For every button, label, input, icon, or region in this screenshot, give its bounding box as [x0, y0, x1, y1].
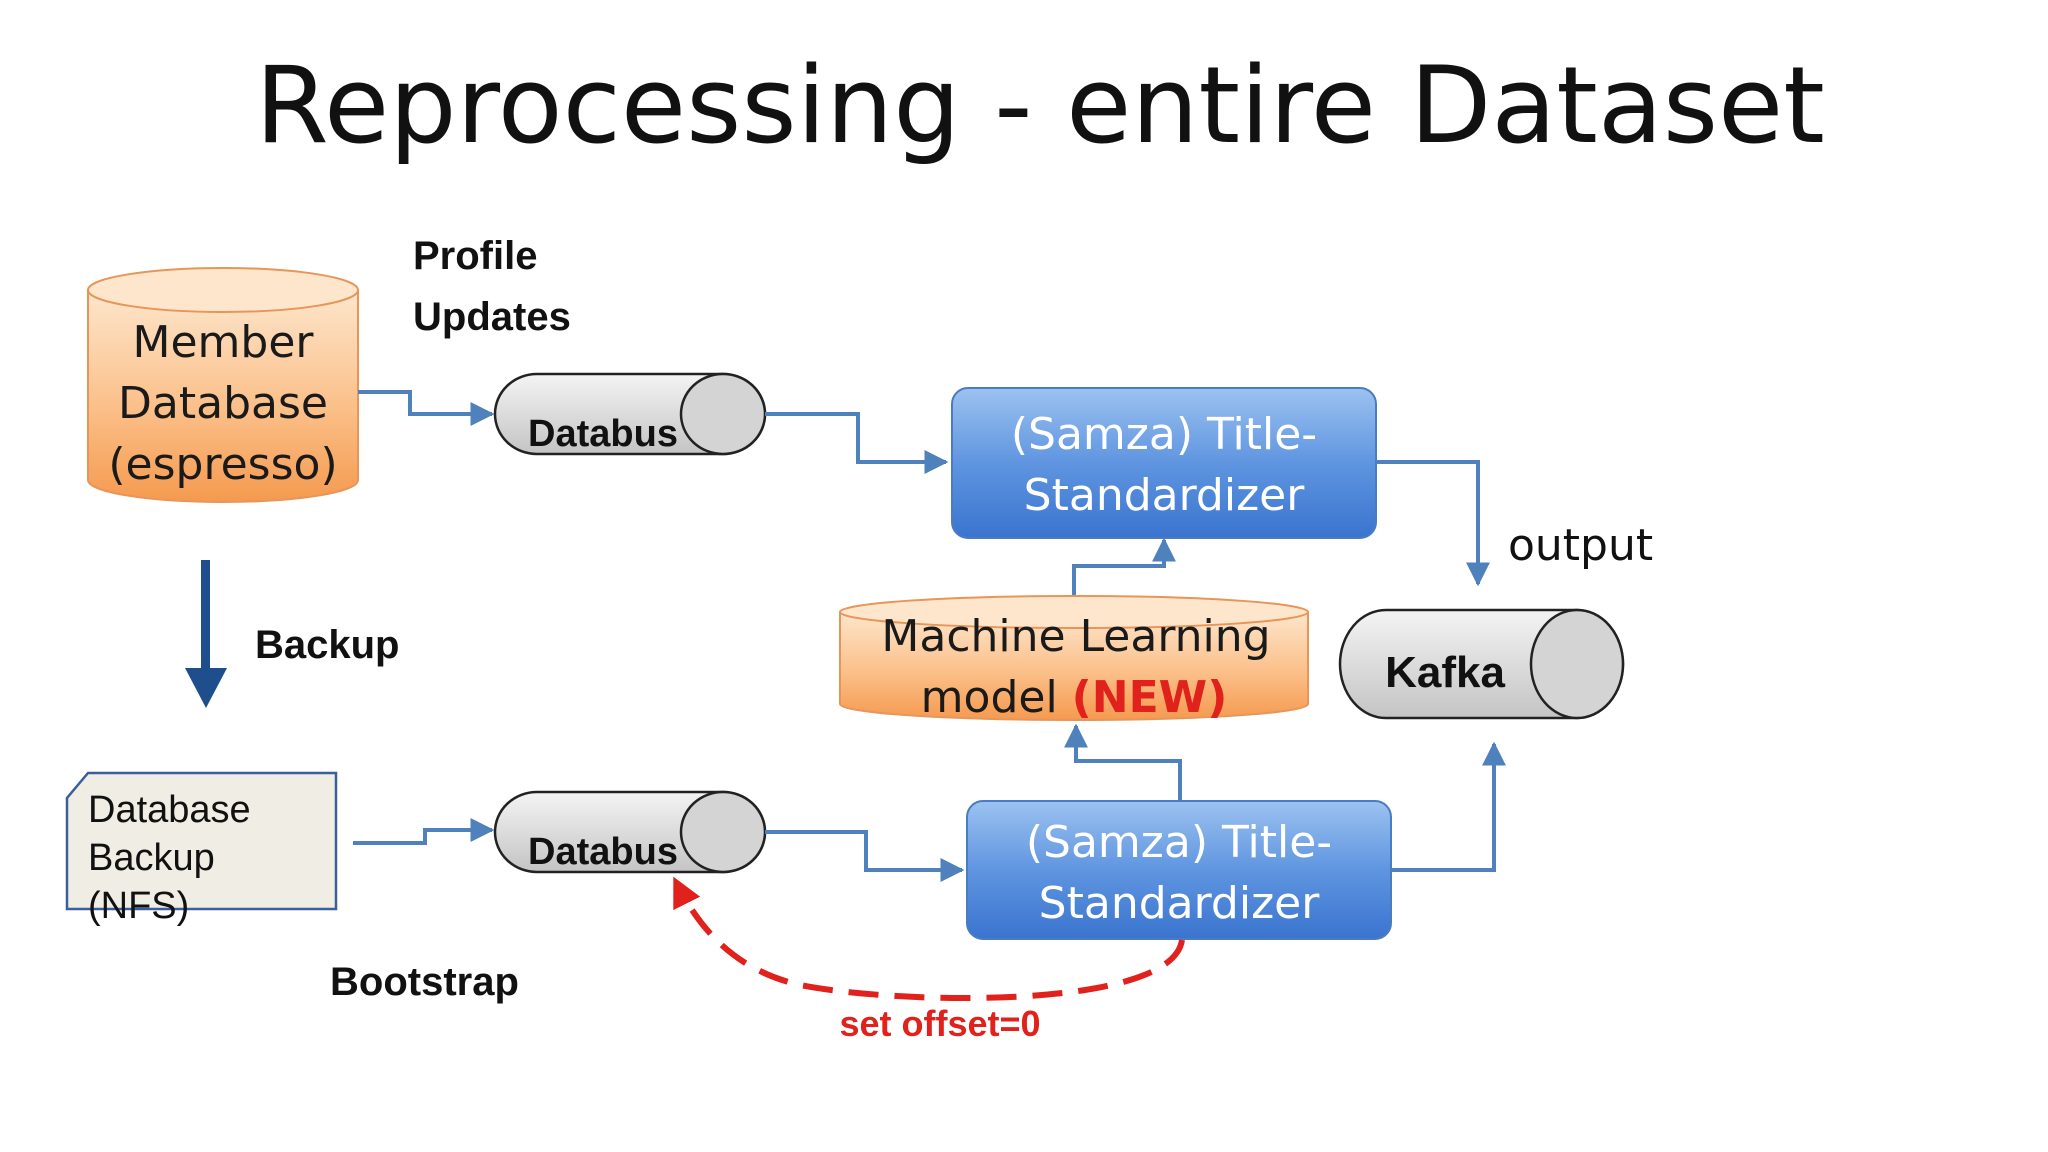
reset-offset-arrow: [673, 876, 1185, 1001]
backup-arrow: [185, 560, 227, 708]
output-label: output: [1508, 520, 1653, 571]
arrow-member-to-databus: [358, 390, 495, 426]
arrow-backup-to-databus: [353, 818, 495, 845]
member-database-cylinder: Member Database (espresso): [87, 267, 359, 503]
ml-model-new-tag: (NEW): [1072, 672, 1228, 723]
profile-updates-line2: Updates: [413, 295, 571, 339]
ml-model-cylinder: Machine Learning model (NEW): [839, 595, 1309, 723]
arrow-samza-bottom-to-kafka: [1391, 741, 1506, 872]
slide-title: Reprocessing - entire Dataset: [255, 44, 1825, 167]
arrow-databus-to-samza-top: [765, 412, 949, 474]
backup-label: Backup: [255, 623, 400, 667]
arrow-ml-to-samza-top: [1072, 537, 1176, 596]
ml-model-word: model: [921, 672, 1072, 723]
db-backup-line3: (NFS): [88, 885, 189, 927]
bootstrap-label: Bootstrap: [330, 960, 519, 1004]
arrow-samza-bottom-to-ml: [1064, 723, 1182, 800]
samza-standardizer-bottom: (Samza) Title- Standardizer: [966, 800, 1392, 940]
kafka-cylinder: Kafka: [1338, 608, 1625, 720]
member-db-line1: Member: [133, 317, 315, 368]
kafka-label: Kafka: [1385, 648, 1505, 697]
database-backup-box: Database Backup (NFS): [65, 771, 338, 927]
databus-top: Databus: [493, 372, 767, 456]
offset-label: set offset=0: [839, 1003, 1040, 1044]
arrow-samza-top-to-kafka: [1376, 460, 1490, 587]
databus-top-label: Databus: [528, 413, 678, 455]
member-db-line3: (espresso): [108, 439, 337, 490]
db-backup-line1: Database: [88, 789, 251, 831]
ml-model-line2: model (NEW): [921, 672, 1228, 723]
samza-standardizer-top: (Samza) Title- Standardizer: [951, 387, 1377, 539]
db-backup-line2: Backup: [88, 837, 215, 879]
samza-top-line1: (Samza) Title-: [1011, 409, 1317, 460]
samza-bottom-line1: (Samza) Title-: [1026, 817, 1332, 868]
databus-bottom-label: Databus: [528, 831, 678, 873]
samza-bottom-line2: Standardizer: [1039, 878, 1321, 929]
profile-updates-line1: Profile: [413, 234, 537, 278]
databus-bottom: Databus: [493, 790, 767, 874]
ml-model-line1: Machine Learning: [881, 611, 1270, 662]
arrow-databus-to-samza-bottom: [765, 830, 965, 882]
member-db-line2: Database: [118, 378, 328, 429]
samza-top-line2: Standardizer: [1024, 470, 1306, 521]
